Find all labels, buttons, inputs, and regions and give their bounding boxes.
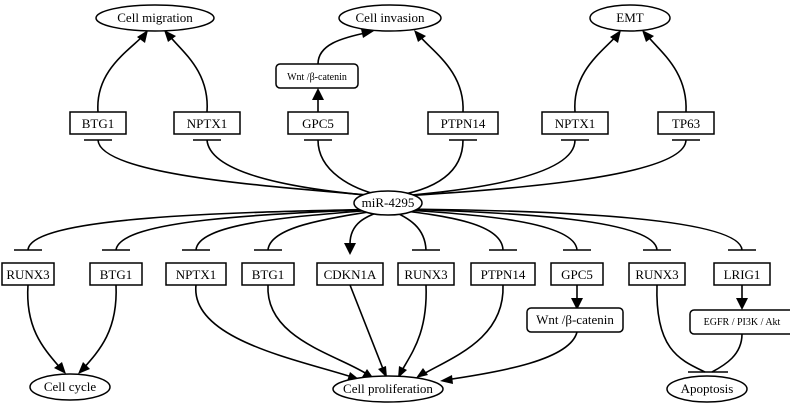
target-label: BTG1: [82, 116, 115, 131]
edge-runx3-proliferation: [399, 284, 427, 375]
outcome-cell-proliferation: Cell proliferation: [332, 375, 444, 403]
intermediate-wnt-upper: Wnt /β-catenin: [275, 63, 359, 89]
edge-tp63-emt: [645, 33, 687, 113]
intermediate-egfr-pi3k-akt: EGFR / PI3K / Akt: [689, 309, 790, 335]
outcome-emt: EMT: [589, 4, 671, 32]
target-label: TP63: [672, 116, 700, 131]
target-label: GPC5: [302, 116, 334, 131]
outcome-label: EMT: [616, 10, 644, 25]
outcome-label: Cell cycle: [44, 379, 97, 394]
edge-mir-runx3-3: [387, 208, 658, 251]
edge-wnt-invasion: [317, 31, 371, 65]
outcome-label: Cell invasion: [356, 10, 425, 25]
lower-target-gpc5: GPC5: [550, 262, 604, 286]
edge-mir-ptpn14-upper: [387, 139, 464, 198]
center-label: miR-4295: [362, 195, 415, 210]
target-label: PTPN14: [481, 267, 526, 282]
upper-target-btg1: BTG1: [69, 111, 127, 135]
target-label: RUNX3: [6, 267, 49, 282]
edge-mir-tp63-upper: [387, 139, 687, 198]
lower-target-btg1-2: BTG1: [241, 262, 295, 286]
edge-mir-nptx1-lower: [195, 208, 389, 251]
edge-mir-lrig1: [387, 208, 743, 251]
lower-target-nptx1: NPTX1: [165, 262, 227, 286]
intermediate-label: EGFR / PI3K / Akt: [704, 317, 781, 328]
upper-target-gpc5: GPC5: [287, 111, 349, 135]
edge-btg1-migration: [97, 33, 146, 113]
edge-mir-gpc5-lower: [387, 208, 578, 251]
lower-outcome-edges: [26, 284, 748, 384]
outcome-cell-invasion: Cell invasion: [338, 4, 442, 32]
intermediate-label: Wnt /β-catenin: [287, 72, 347, 83]
target-label: BTG1: [252, 267, 285, 282]
edge-runx3-cellcycle: [26, 284, 63, 371]
target-label: CDKN1A: [324, 267, 377, 282]
edge-mir-gpc5-upper: [317, 139, 389, 198]
edge-nptx1-emt: [574, 33, 619, 113]
edge-nptx1-proliferation: [195, 284, 356, 379]
edge-mir-nptx1-upper-left: [206, 139, 389, 198]
edge-btg1-proliferation: [267, 284, 371, 377]
lower-target-cdkn1a: CDKN1A: [316, 262, 384, 286]
target-label: NPTX1: [176, 267, 216, 282]
edge-btg1-cellcycle: [81, 284, 117, 371]
edge-mir-ptpn14-lower: [387, 208, 504, 251]
upper-target-nptx1-right: NPTX1: [541, 111, 609, 135]
center-mir-4295: miR-4295: [353, 190, 423, 216]
lower-target-btg1-1: BTG1: [89, 262, 143, 286]
edge-runx3-apoptosis: [656, 284, 706, 373]
edge-cdkn1a-proliferation: [349, 284, 386, 375]
intermediate-wnt-lower: Wnt /β-catenin: [526, 307, 624, 333]
edge-ptpn14-invasion: [417, 33, 464, 113]
lower-inhibition-edges: [14, 208, 756, 255]
edge-ptpn14-proliferation: [419, 284, 504, 377]
edge-mir-runx3-1: [27, 208, 389, 251]
target-label: RUNX3: [635, 267, 678, 282]
outcome-cell-cycle: Cell cycle: [29, 373, 111, 401]
upper-target-nptx1-left: NPTX1: [173, 111, 241, 135]
edge-wnt-proliferation: [444, 331, 578, 381]
upper-inhibition-edges: [84, 139, 700, 198]
lower-target-runx3-1: RUNX3: [1, 262, 55, 286]
lower-target-lrig1: LRIG1: [713, 262, 771, 286]
edge-egfr-apoptosis: [711, 333, 743, 373]
intermediate-label: Wnt /β-catenin: [536, 312, 614, 327]
lower-target-runx3-3: RUNX3: [628, 262, 686, 286]
target-label: PTPN14: [441, 116, 486, 131]
upper-activation-edges: [97, 29, 687, 113]
target-label: LRIG1: [724, 267, 761, 282]
target-label: NPTX1: [187, 116, 227, 131]
lower-target-runx3-2: RUNX3: [397, 262, 455, 286]
upper-target-ptpn14: PTPN14: [427, 111, 499, 135]
edge-mir-btg1-lower-1: [115, 208, 389, 251]
outcome-label: Apoptosis: [681, 381, 734, 396]
target-label: BTG1: [100, 267, 133, 282]
outcome-label: Cell migration: [117, 10, 193, 25]
edge-nptx1-migration: [167, 33, 208, 113]
outcome-apoptosis: Apoptosis: [666, 375, 748, 403]
edge-mir-btg1-upper: [97, 139, 389, 198]
upper-target-tp63: TP63: [657, 111, 715, 135]
outcome-label: Cell proliferation: [343, 381, 433, 396]
target-label: NPTX1: [555, 116, 595, 131]
target-label: RUNX3: [404, 267, 447, 282]
lower-target-ptpn14: PTPN14: [470, 262, 536, 286]
target-label: GPC5: [561, 267, 593, 282]
edge-mir-nptx1-upper-right: [387, 139, 576, 198]
outcome-cell-migration: Cell migration: [95, 4, 215, 32]
